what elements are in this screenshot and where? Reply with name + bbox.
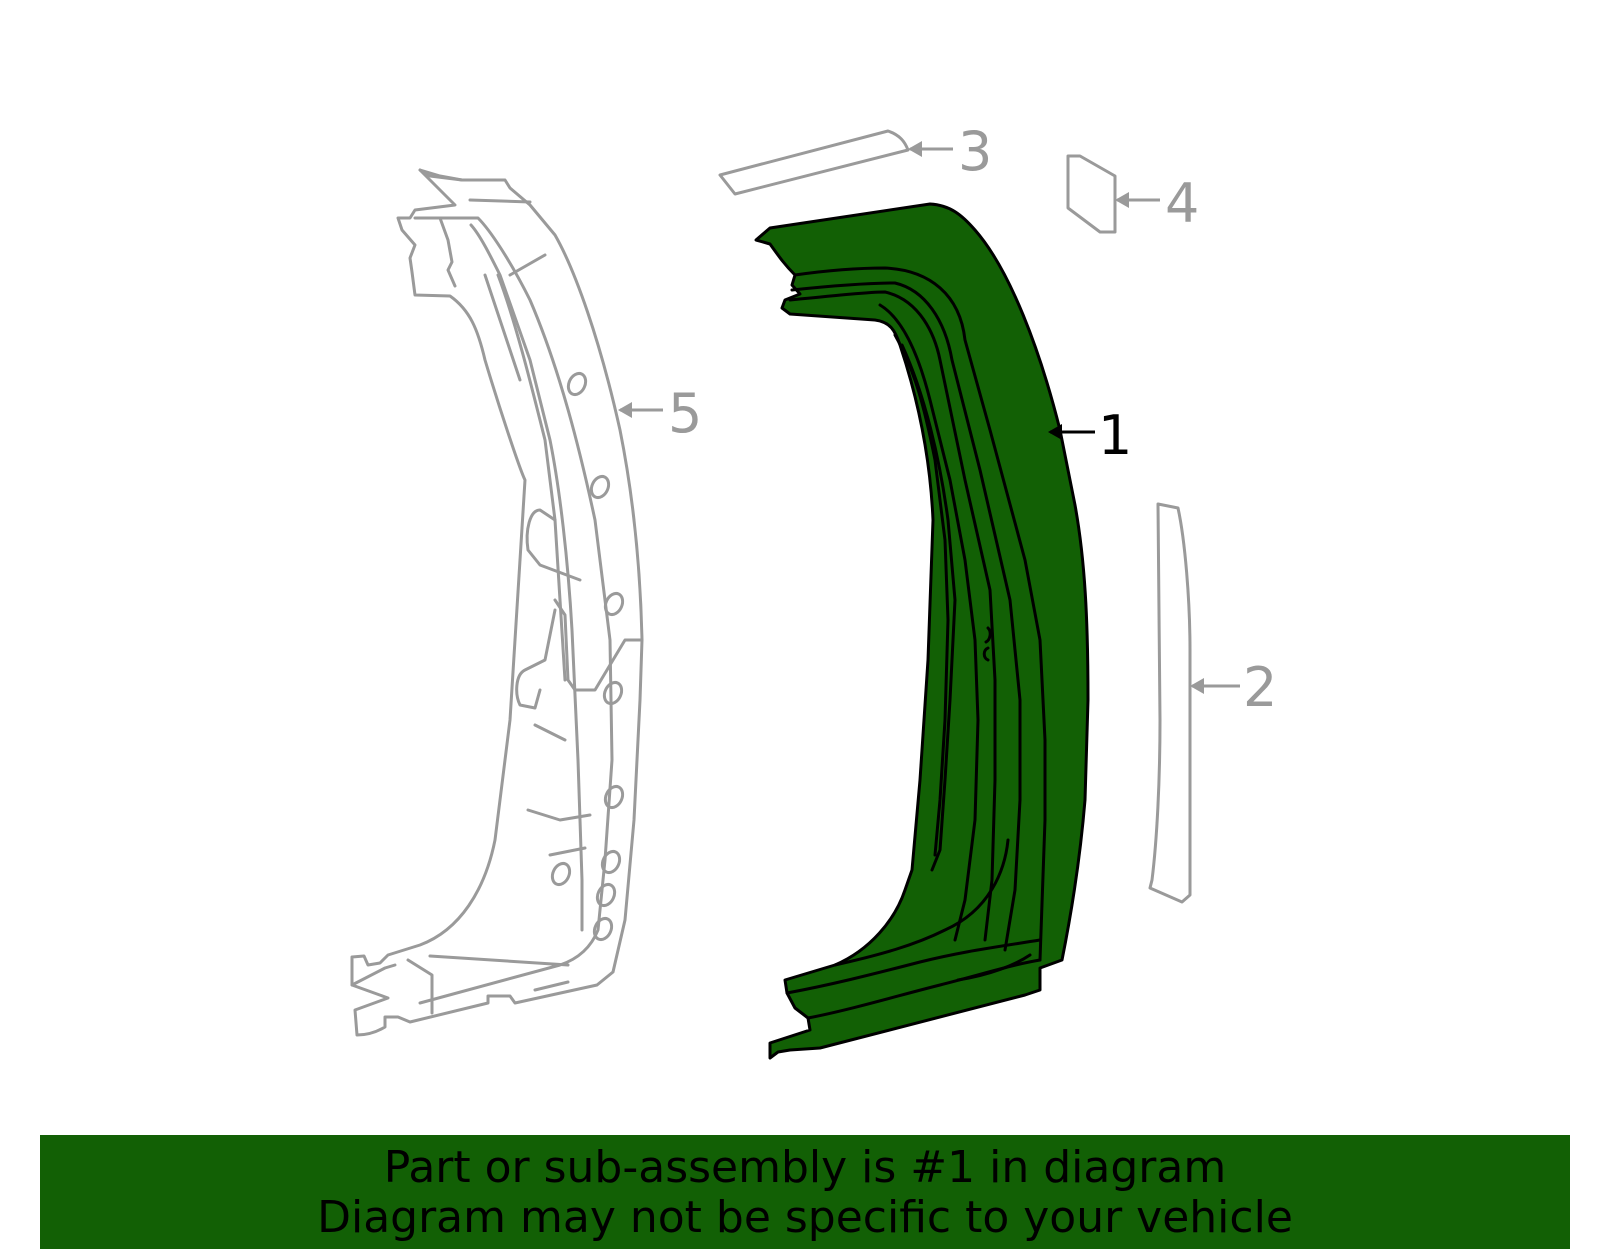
callout-2[interactable]: 2	[1190, 656, 1277, 719]
callout-5-number: 5	[668, 382, 702, 445]
callout-1[interactable]: 1	[1048, 404, 1132, 467]
callout-4-number: 4	[1165, 172, 1199, 235]
part-2-trim-strip[interactable]	[1148, 502, 1192, 904]
callout-4-arrowhead	[1115, 192, 1129, 208]
part-1-pillar-reinforcement[interactable]	[754, 202, 1090, 1060]
callout-5[interactable]: 5	[618, 382, 702, 445]
callout-4[interactable]: 4	[1115, 172, 1199, 235]
callout-2-number: 2	[1243, 656, 1277, 719]
callout-1-arrowhead	[1048, 424, 1062, 440]
part-3-top-strip[interactable]	[718, 129, 910, 196]
part-5-pillar-panel[interactable]	[350, 168, 644, 1037]
callout-3[interactable]: 3	[908, 120, 992, 183]
callout-1-number: 1	[1098, 404, 1132, 467]
callout-5-arrowhead	[618, 402, 632, 418]
info-banner: Part or sub-assembly is #1 in diagram Di…	[40, 1135, 1570, 1249]
callout-3-number: 3	[958, 120, 992, 183]
parts-diagram: 1 2 3 4 5	[350, 120, 1277, 1060]
banner-line-part: Part or sub-assembly is #1 in diagram	[383, 1142, 1227, 1193]
banner-line-disclaimer: Diagram may not be specific to your vehi…	[317, 1192, 1293, 1243]
callout-3-arrowhead	[908, 141, 922, 157]
callout-2-arrowhead	[1190, 678, 1204, 694]
part-4-small-bracket[interactable]	[1066, 154, 1117, 234]
